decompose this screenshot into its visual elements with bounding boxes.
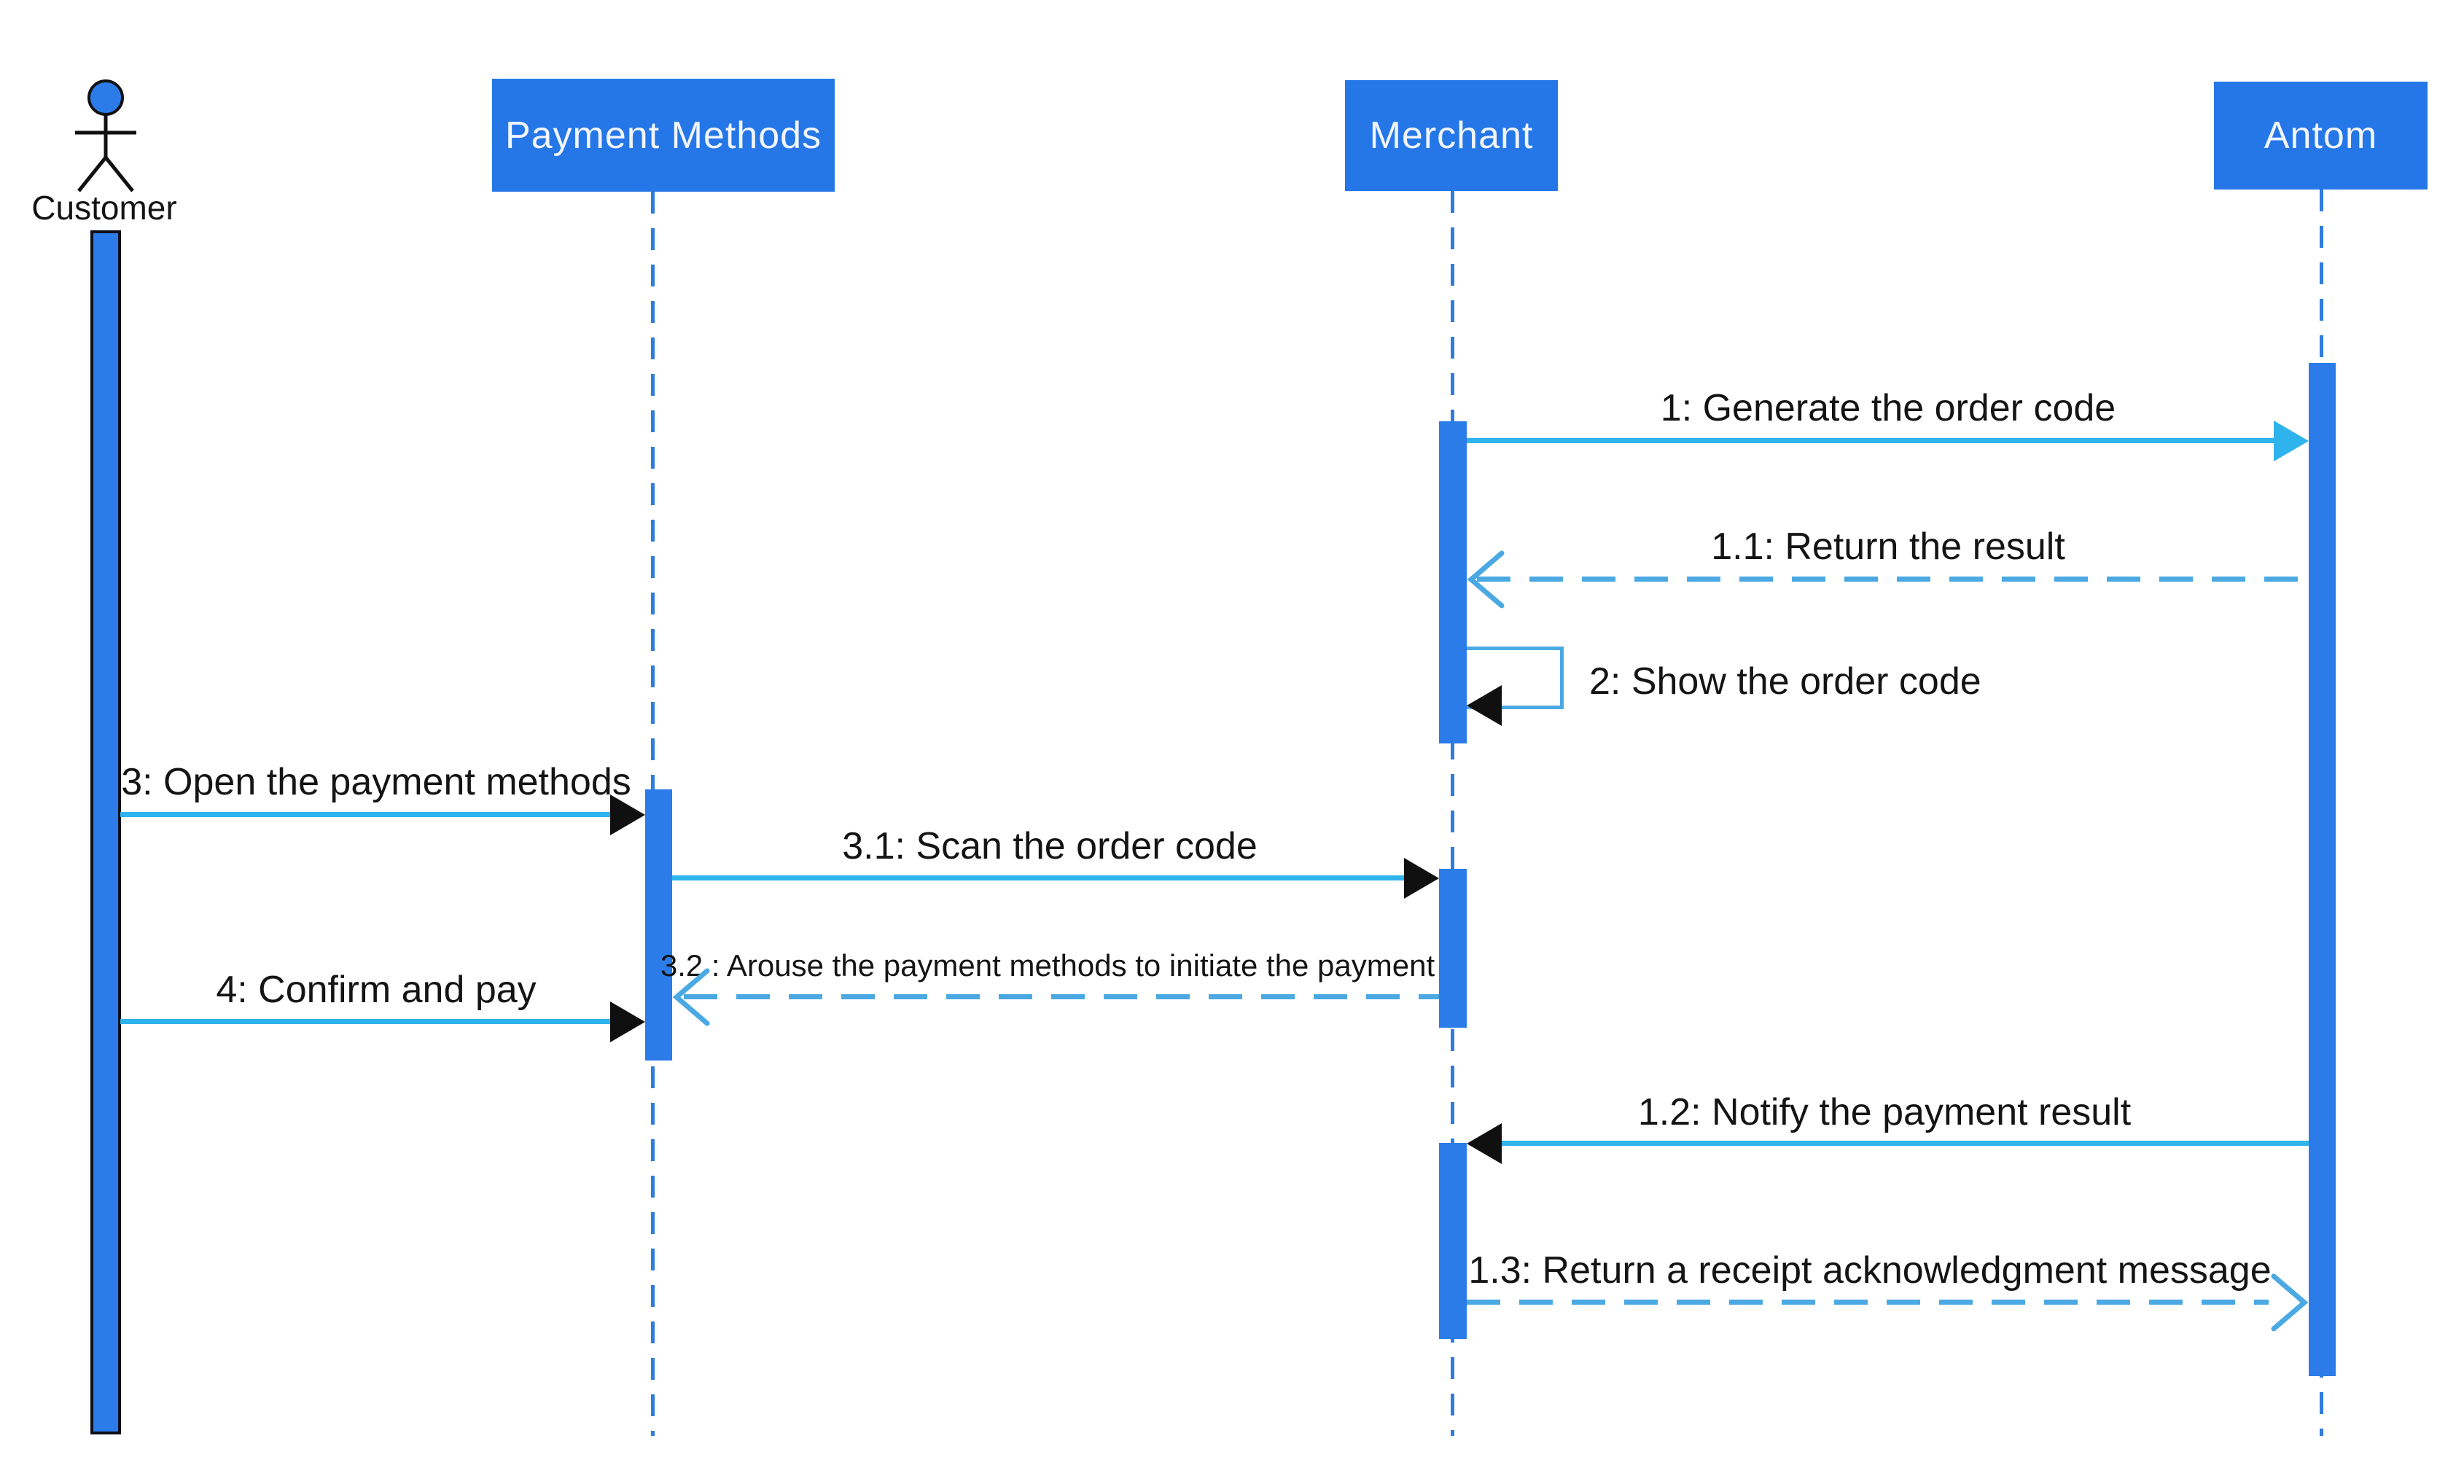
message-line (1467, 1300, 2269, 1305)
message-label: 1.1: Return the result (1711, 526, 2065, 568)
message-line (1477, 577, 2309, 582)
activation-antom (2309, 363, 2336, 1376)
message-label: 3.2 : Arouse the payment methods to init… (660, 948, 1435, 983)
message-label: 1.3: Return a receipt acknowledgment mes… (1468, 1249, 2272, 1292)
actor-icon (75, 79, 136, 192)
message-label: 3: Open the payment methods (121, 761, 631, 803)
message-line (120, 812, 613, 817)
open-arrowhead-icon (1467, 550, 1505, 609)
lifeline-bar-customer (90, 230, 121, 1434)
activation-merchant-2 (1439, 869, 1467, 1028)
message-label: 4: Confirm and pay (216, 969, 537, 1011)
lifeline-merchant (1451, 191, 1454, 1436)
filled-arrowhead-icon (1467, 1123, 1502, 1164)
filled-arrowhead-icon (1404, 858, 1439, 899)
participant-box-antom: Antom (2214, 82, 2428, 190)
filled-arrowhead-icon (1467, 685, 1502, 726)
message-line (120, 1019, 613, 1024)
activation-merchant-3 (1439, 1143, 1467, 1339)
message-label: 2: Show the order code (1589, 660, 1981, 703)
message-line (684, 994, 1439, 999)
activation-payment-methods (645, 789, 672, 1061)
participant-box-merchant: Merchant (1345, 80, 1558, 191)
filled-arrowhead-icon (610, 794, 645, 835)
message-label: 3.1: Scan the order code (842, 825, 1258, 867)
message-line (1467, 438, 2278, 443)
message-label: 1: Generate the order code (1660, 387, 2116, 429)
message-line (1500, 1141, 2309, 1146)
message-line (672, 875, 1407, 880)
filled-arrowhead-icon (2274, 421, 2309, 461)
filled-arrowhead-icon (610, 1001, 645, 1042)
open-arrowhead-icon (2271, 1273, 2309, 1332)
open-arrowhead-icon (672, 968, 710, 1026)
activation-merchant-1 (1439, 421, 1467, 743)
self-message-loop (1467, 647, 1564, 709)
participant-box-payment-methods: Payment Methods (492, 79, 835, 192)
actor-label-customer: Customer (31, 189, 177, 227)
message-label: 1.2: Notify the payment result (1637, 1091, 2132, 1133)
